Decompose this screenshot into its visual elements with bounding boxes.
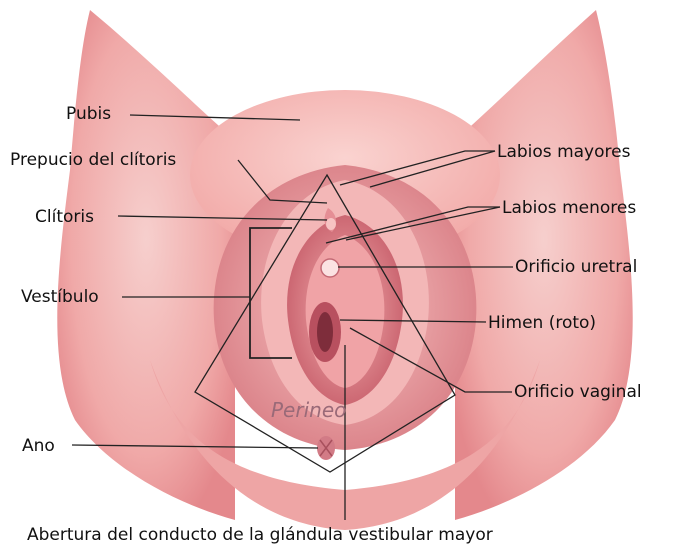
label-ano: Ano	[22, 436, 55, 456]
label-pubis: Pubis	[66, 104, 111, 124]
label-perineo: Perineo	[271, 398, 346, 422]
label-prepucio-clitoris: Prepucio del clítoris	[10, 150, 176, 170]
label-labios-menores: Labios menores	[502, 198, 636, 218]
label-orificio-uretral: Orificio uretral	[515, 257, 637, 277]
label-vestibulo: Vestíbulo	[21, 287, 99, 307]
label-abertura-conducto: Abertura del conducto de la glándula ves…	[27, 525, 493, 545]
anus-shape	[317, 436, 335, 460]
label-labios-mayores: Labios mayores	[497, 142, 630, 162]
label-orificio-vaginal: Orificio vaginal	[514, 382, 642, 402]
label-himen: Himen (roto)	[488, 313, 596, 333]
label-clitoris: Clítoris	[35, 207, 94, 227]
